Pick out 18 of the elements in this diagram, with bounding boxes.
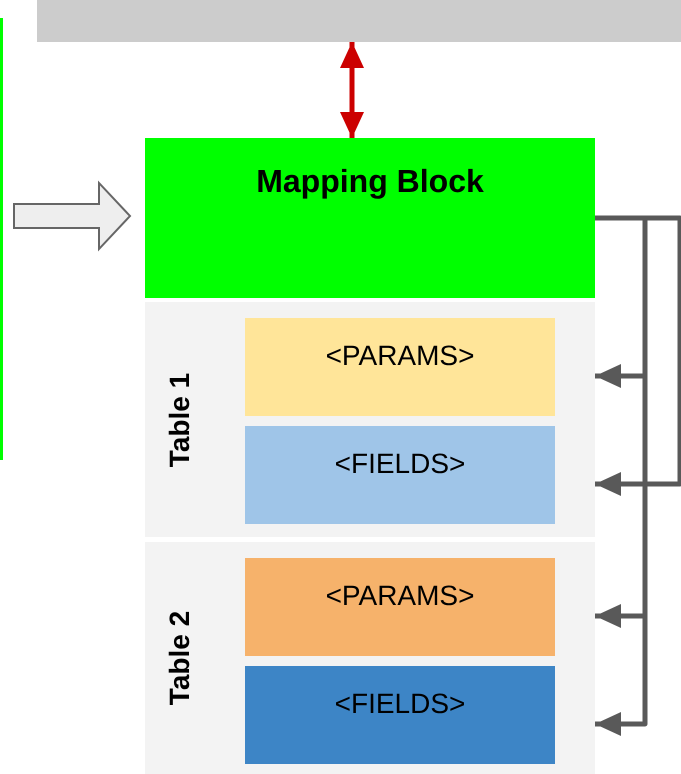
table-title: Table 2: [164, 610, 196, 706]
table-panel: [145, 302, 595, 537]
field-label: <FIELDS>: [334, 688, 466, 720]
field-label: <PARAMS>: [326, 580, 474, 612]
params-box: [245, 558, 555, 656]
table-panel: [145, 542, 595, 774]
field-label: <PARAMS>: [326, 340, 474, 372]
block-arrow: [13, 180, 132, 252]
header-bar: [37, 0, 681, 42]
block-title: Mapping Block: [256, 163, 484, 200]
fields-box: [245, 666, 555, 764]
mapping-block: [145, 138, 595, 298]
table-title: Table 1: [164, 372, 196, 467]
fields-box: [245, 426, 555, 524]
double-arrow: [340, 42, 364, 138]
arrow: [595, 216, 681, 496]
params-box: [245, 318, 555, 416]
field-label: <FIELDS>: [334, 448, 466, 480]
